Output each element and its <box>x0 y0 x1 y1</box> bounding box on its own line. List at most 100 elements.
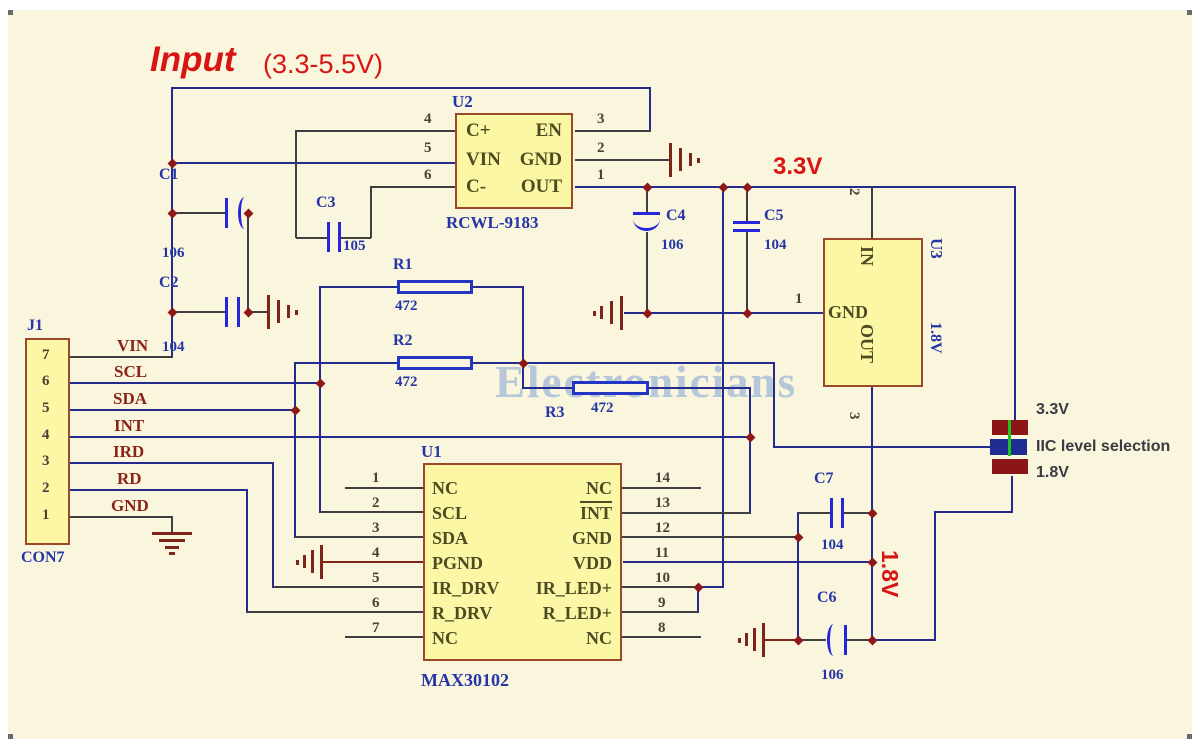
stub-c4-bottom <box>646 232 648 313</box>
capacitor-c4-curved-plate <box>633 219 660 231</box>
lead-pgnd <box>322 561 424 563</box>
stub-j1-vin <box>70 356 173 358</box>
u2-pin-label: VIN <box>466 149 501 170</box>
capacitor-c7-plate <box>841 498 844 528</box>
ground-icon <box>311 550 314 573</box>
stub-c2-gnd <box>247 311 267 313</box>
u3-pin-number: 1 <box>795 291 803 307</box>
wire-r2-left <box>294 362 397 364</box>
wire-c7-gnd <box>797 512 799 641</box>
stub-j1-gnd <box>70 516 173 518</box>
c5-value: 104 <box>764 237 787 253</box>
capacitor-c6-plate <box>844 625 847 655</box>
u2-ref: U2 <box>452 92 473 111</box>
corner-mark <box>8 734 13 739</box>
u1-pin-number: 2 <box>372 495 380 511</box>
stub-u1-p9 <box>622 611 698 613</box>
net-label-sda: SDA <box>113 389 148 408</box>
wire-scl-drop <box>319 286 321 513</box>
wire-scl <box>70 382 321 384</box>
chip-u1-body <box>423 463 622 661</box>
rail-label-3v3: 3.3V <box>773 153 823 180</box>
u1-pin-number: 12 <box>655 520 670 536</box>
wire-int-drop <box>749 387 751 514</box>
u2-pin-label: C- <box>466 176 487 197</box>
u1-pin-label: R_LED+ <box>542 603 612 623</box>
stub-c6-right <box>846 639 874 641</box>
wire-r3-right <box>648 387 750 389</box>
stub-c6-left <box>798 639 826 641</box>
c6-value: 106 <box>821 667 844 683</box>
ground-icon <box>277 300 280 323</box>
net-label-ird: IRD <box>113 442 145 461</box>
wire-rd-drop <box>246 489 248 613</box>
ground-icon <box>267 295 270 329</box>
lead-c6-gnd <box>765 639 798 641</box>
u1-pin-label: IR_LED+ <box>535 578 612 598</box>
wire-vin-branch <box>172 162 455 164</box>
c6-ref: C6 <box>817 589 837 606</box>
u1-pin-label: NC <box>432 478 458 498</box>
wire-jumper-rail <box>773 446 992 448</box>
r3-ref: R3 <box>545 404 565 421</box>
u3-ref: U3 <box>927 238 946 259</box>
stub-u2-cminus <box>370 186 456 188</box>
u1-pin-number: 3 <box>372 520 380 536</box>
capacitor-c3-plate <box>327 222 330 252</box>
capacitor-c2-plate <box>225 297 228 327</box>
stub-u2-en <box>575 130 651 132</box>
u1-pin-label: SCL <box>432 503 468 523</box>
u1-pin-label: VDD <box>573 553 612 573</box>
stub-c4-top <box>646 186 648 213</box>
stub-u2-cplus <box>296 130 456 132</box>
stub-c3-drop <box>295 130 297 238</box>
ground-icon <box>753 628 756 651</box>
net-label-gnd: GND <box>111 496 149 515</box>
stub-c5-bottom <box>746 231 748 313</box>
u1-pin-number: 1 <box>372 470 380 486</box>
stub-c3-right <box>339 237 371 239</box>
capacitor-c1-curved-plate <box>238 197 249 229</box>
stub-u1-p14 <box>622 487 701 489</box>
net-label-scl: SCL <box>114 362 148 381</box>
wire-3v3-right <box>1014 186 1016 421</box>
capacitor-c7-plate <box>830 498 833 528</box>
stub-u1-p10 <box>622 586 698 588</box>
u1-pin-label: R_DRV <box>432 603 493 623</box>
u2-pin-number: 5 <box>424 140 432 156</box>
stub-c3-left <box>296 237 328 239</box>
net-label-rd: RD <box>117 469 142 488</box>
stub-c1-c2 <box>247 212 249 313</box>
ground-icon <box>593 311 596 316</box>
u1-pin-label: PGND <box>432 553 483 573</box>
input-voltage-range: (3.3-5.5V) <box>263 49 384 79</box>
c7-value: 104 <box>821 537 844 553</box>
ground-icon <box>669 143 672 177</box>
ground-icon <box>320 545 323 579</box>
u1-pin-number: 9 <box>658 595 666 611</box>
u1-ref: U1 <box>421 442 442 461</box>
ground-icon <box>738 638 741 643</box>
stub-u1-p12 <box>622 536 798 538</box>
u1-pin-label: SDA <box>432 528 469 548</box>
ground-icon <box>620 296 623 330</box>
r1-value: 472 <box>395 298 418 314</box>
j1-pin-number: 7 <box>42 347 50 363</box>
stub-c7-right <box>843 512 874 514</box>
stub-u1-p13 <box>622 512 750 514</box>
stub-u1-p7 <box>345 636 424 638</box>
j1-pin-number: 3 <box>42 453 50 469</box>
wire-r2-right-rail <box>472 362 775 364</box>
u2-pin-label: OUT <box>520 176 562 197</box>
c5-ref: C5 <box>764 207 784 224</box>
c1-ref: C1 <box>159 166 179 183</box>
net-label-int: INT <box>114 416 145 435</box>
ground-icon <box>610 301 613 324</box>
jumper-label-1v8: 1.8V <box>1036 464 1069 481</box>
u1-pin-number: 6 <box>372 595 380 611</box>
stub-j1-gnd-down <box>171 516 173 532</box>
wire-led-jog <box>697 586 724 588</box>
ground-icon <box>295 310 298 315</box>
u2-pin-number: 3 <box>597 111 605 127</box>
wire-r1-left <box>321 286 397 288</box>
